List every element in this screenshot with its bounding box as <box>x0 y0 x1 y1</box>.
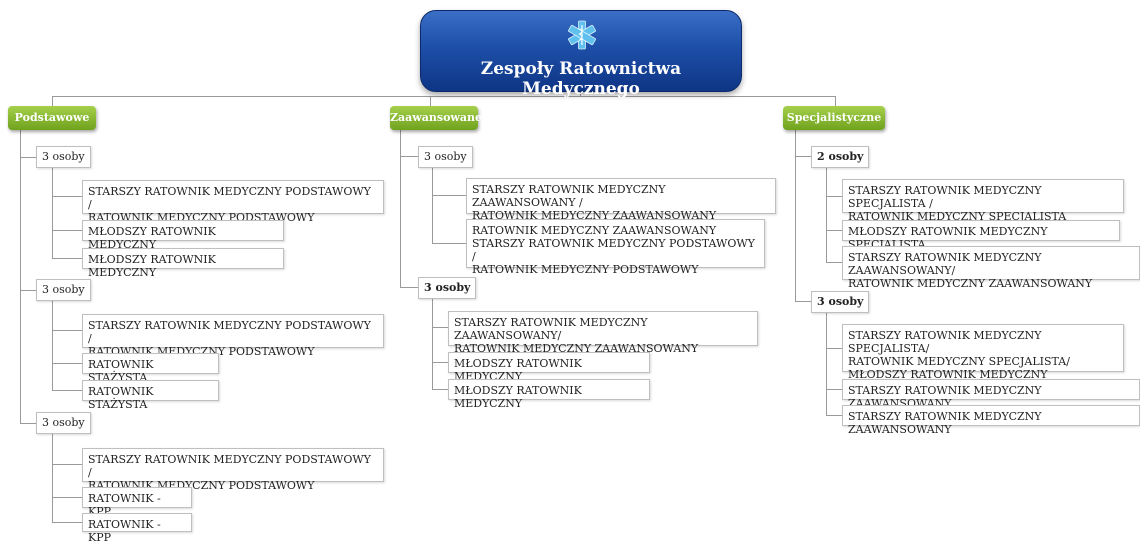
connector-line <box>400 287 418 288</box>
connector-line <box>20 157 36 158</box>
connector-line <box>52 390 82 391</box>
connector-line <box>826 166 827 263</box>
group-node[interactable]: 3 osoby <box>36 412 91 434</box>
member-node[interactable]: STARSZY RATOWNIK MEDYCZNY SPECJALISTA/ R… <box>842 324 1124 394</box>
connector-line <box>835 96 836 108</box>
connector-line <box>795 130 796 302</box>
connector-line <box>52 433 53 523</box>
member-node[interactable]: STARSZY RATOWNIK MEDYCZNY ZAAWANSOWANY <box>842 379 1140 410</box>
connector-line <box>52 230 82 231</box>
connector-line <box>52 363 82 364</box>
connector-line <box>52 330 82 331</box>
connector-line <box>400 130 401 288</box>
member-node[interactable]: STARSZY RATOWNIK MEDYCZNY ZAAWANSOWANY/ … <box>842 246 1140 290</box>
member-node[interactable]: RATOWNIK MEDYCZNY ZAAWANSOWANY STARSZY R… <box>466 219 765 276</box>
group-node[interactable]: 2 osoby <box>811 146 870 168</box>
connector-line <box>52 464 82 465</box>
connector-line <box>430 96 431 108</box>
group-node[interactable]: 3 osoby <box>36 146 91 168</box>
connector-line <box>432 166 433 244</box>
group-node[interactable]: 3 osoby <box>418 277 477 299</box>
connector-line <box>432 389 448 390</box>
connector-line <box>52 300 53 391</box>
connector-line <box>432 327 448 328</box>
member-node[interactable]: MŁODSZY RATOWNIK MEDYCZNY <box>82 220 284 251</box>
connector-line <box>20 290 36 291</box>
connector-line <box>52 258 82 259</box>
connector-line <box>52 96 53 108</box>
connector-line <box>826 262 842 263</box>
connector-line <box>826 415 842 416</box>
member-node[interactable]: STARSZY RATOWNIK MEDYCZNY PODSTAWOWY / R… <box>82 448 384 492</box>
category-zaawansowane[interactable]: Zaawansowane <box>390 106 482 130</box>
connector-line <box>795 156 811 157</box>
member-node[interactable]: STARSZY RATOWNIK MEDYCZNY SPECJALISTA / … <box>842 179 1124 223</box>
root-node[interactable]: Zespoły Ratownictwa Medycznego <box>420 10 742 99</box>
member-node[interactable]: MŁODSZY RATOWNIK MEDYCZNY <box>82 248 284 279</box>
connector-line <box>52 96 836 97</box>
member-node[interactable]: STARSZY RATOWNIK MEDYCZNY ZAAWANSOWANY/ … <box>448 311 758 355</box>
connector-line <box>20 130 21 424</box>
connector-line <box>52 167 53 258</box>
connector-line <box>432 362 448 363</box>
category-podstawowe[interactable]: Podstawowe <box>8 106 96 130</box>
group-node[interactable]: 3 osoby <box>811 291 870 313</box>
member-node[interactable]: STARSZY RATOWNIK MEDYCZNY ZAAWANSOWANY <box>842 405 1140 436</box>
connector-line <box>52 196 82 197</box>
connector-line <box>432 195 466 196</box>
member-node[interactable]: RATOWNIK - KPP <box>82 513 192 544</box>
connector-line <box>52 522 82 523</box>
connector-line <box>826 311 827 416</box>
connector-line <box>580 90 581 97</box>
member-node[interactable]: MŁODSZY RATOWNIK MEDYCZNY <box>448 379 650 410</box>
connector-line <box>795 301 811 302</box>
connector-line <box>826 230 842 231</box>
member-node[interactable]: RATOWNIK STAŻYSTA <box>82 380 219 411</box>
connector-line <box>432 243 466 244</box>
connector-line <box>52 497 82 498</box>
member-node[interactable]: STARSZY RATOWNIK MEDYCZNY ZAAWANSOWANY /… <box>466 178 776 222</box>
connector-line <box>826 196 842 197</box>
connector-line <box>826 348 842 349</box>
member-node[interactable]: RATOWNIK STAŻYSTA <box>82 353 219 384</box>
member-node[interactable]: STARSZY RATOWNIK MEDYCZNY PODSTAWOWY / R… <box>82 314 384 358</box>
star-of-life-icon <box>568 20 596 50</box>
category-specjalistyczne[interactable]: Specjalistyczne <box>783 106 885 130</box>
member-node[interactable]: MŁODSZY RATOWNIK MEDYCZNY <box>448 352 650 383</box>
connector-line <box>400 156 418 157</box>
member-node[interactable]: MŁODSZY RATOWNIK MEDYCZNY SPECJALISTA <box>842 220 1120 251</box>
diagram-title: Zespoły Ratownictwa Medycznego <box>480 59 682 99</box>
connector-line <box>826 389 842 390</box>
connector-line <box>20 423 36 424</box>
connector-line <box>432 298 433 389</box>
group-node[interactable]: 3 osoby <box>418 146 473 168</box>
group-node[interactable]: 3 osoby <box>36 279 91 301</box>
member-node[interactable]: STARSZY RATOWNIK MEDYCZNY PODSTAWOWY / R… <box>82 180 384 224</box>
member-node[interactable]: RATOWNIK - KPP <box>82 487 192 518</box>
